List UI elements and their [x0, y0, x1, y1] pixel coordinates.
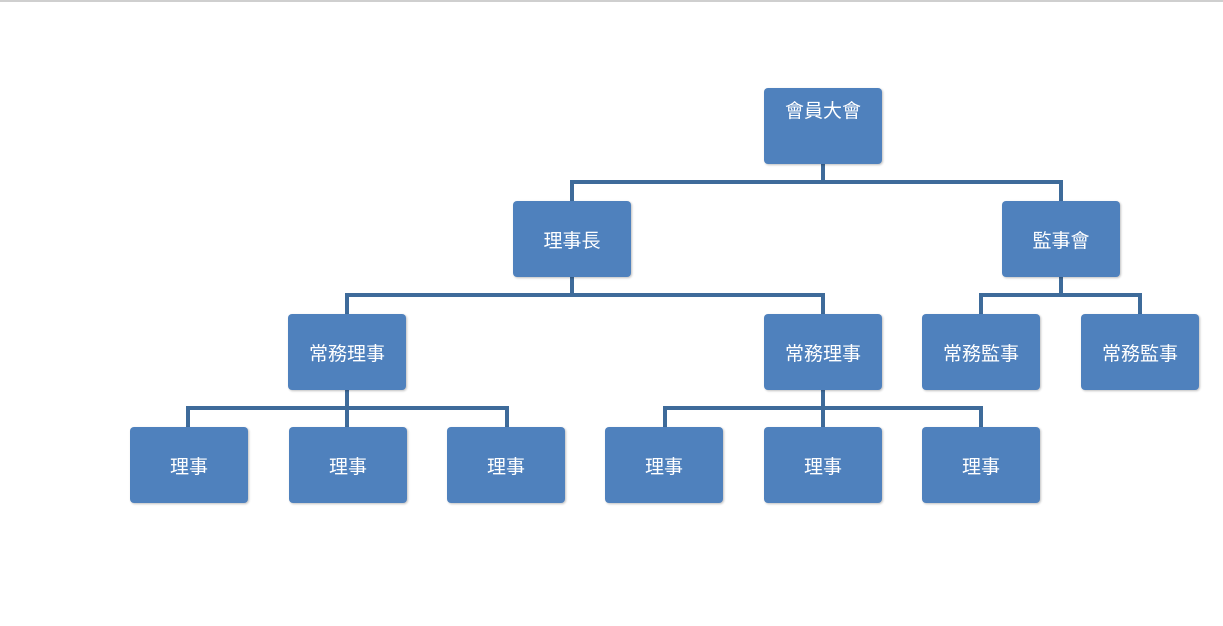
node-supervisors-board: 監事會 — [1002, 201, 1120, 277]
node-executive-director: 常務理事 — [764, 314, 882, 390]
connector-root — [570, 162, 1063, 202]
node-label: 常務監事 — [942, 342, 1019, 365]
node-label: 理事 — [169, 455, 208, 478]
node-director: 理事 — [289, 427, 407, 503]
node-executive-director: 常務理事 — [288, 314, 406, 390]
node-label: 理事 — [803, 455, 842, 478]
node-executive-supervisor: 常務監事 — [1081, 314, 1199, 390]
node-label: 常務監事 — [1101, 342, 1178, 365]
node-label: 理事 — [644, 455, 683, 478]
node-director: 理事 — [130, 427, 248, 503]
node-label: 常務理事 — [308, 342, 385, 365]
node-director: 理事 — [764, 427, 882, 503]
connector-exec-director-2 — [663, 388, 983, 428]
node-director: 理事 — [922, 427, 1040, 503]
node-label: 理事 — [961, 455, 1000, 478]
connector-chairman — [345, 274, 825, 315]
node-general-assembly: 會員大會 — [764, 88, 882, 164]
connector-exec-director-1 — [186, 388, 509, 428]
node-label: 會員大會 — [784, 100, 861, 122]
node-label: 理事長 — [543, 229, 601, 252]
top-border — [0, 0, 1223, 2]
node-executive-supervisor: 常務監事 — [922, 314, 1040, 390]
node-chairman: 理事長 — [513, 201, 631, 277]
node-label: 理事 — [486, 455, 525, 478]
node-director: 理事 — [605, 427, 723, 503]
node-director: 理事 — [447, 427, 565, 503]
node-label: 理事 — [328, 455, 367, 478]
connector-supervisors — [979, 274, 1142, 315]
node-label: 常務理事 — [784, 342, 861, 365]
node-label: 監事會 — [1032, 229, 1090, 252]
